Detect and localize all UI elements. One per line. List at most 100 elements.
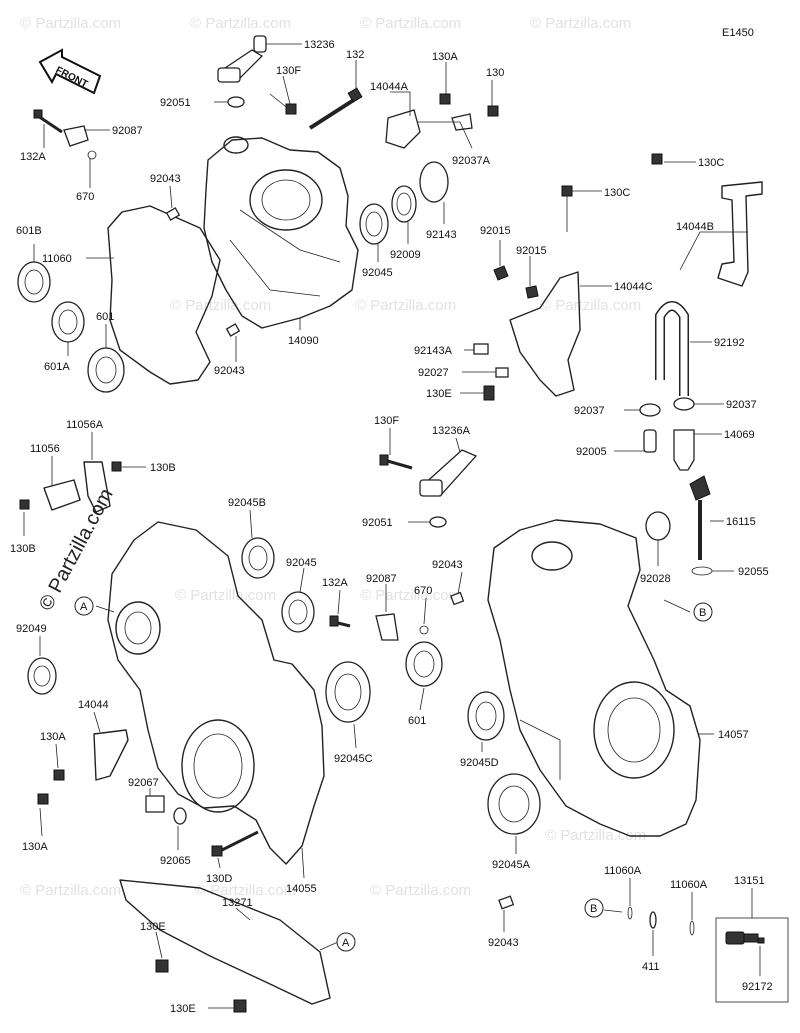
spacer-92143A bbox=[473, 343, 489, 355]
cover-housing-14090 bbox=[203, 136, 359, 329]
part-label: 92037 bbox=[574, 405, 605, 417]
part-label: 92067 bbox=[128, 777, 159, 789]
part-label: 11060A bbox=[670, 879, 708, 891]
case-14057 bbox=[487, 519, 701, 837]
part-label: 92055 bbox=[738, 566, 769, 578]
bracket-11056A bbox=[83, 461, 111, 513]
part-label: 14057 bbox=[718, 729, 749, 741]
part-label: 130D bbox=[206, 873, 232, 885]
part-label: 601A bbox=[44, 361, 70, 373]
part-label: 92043 bbox=[150, 173, 181, 185]
seal-92009 bbox=[391, 185, 417, 223]
part-label: 601 bbox=[96, 311, 114, 323]
part-label: 14044A bbox=[370, 81, 409, 93]
part-label: 92027 bbox=[418, 367, 449, 379]
part-label: 132A bbox=[322, 577, 348, 589]
part-label: 92087 bbox=[366, 573, 397, 585]
bolt-130-top bbox=[487, 105, 499, 117]
oring-11060A-a bbox=[627, 906, 633, 920]
oring-670-mid bbox=[419, 625, 429, 635]
diagram-code: E1450 bbox=[722, 27, 754, 39]
part-label: 130A bbox=[432, 51, 458, 63]
part-label: 92037A bbox=[452, 155, 491, 167]
oring-92055 bbox=[691, 566, 713, 576]
bearing-92045-top bbox=[359, 203, 389, 245]
part-label: 13236A bbox=[432, 425, 471, 437]
part-labels: 13236 132 130F 130A 130 14044A 92051 920… bbox=[10, 39, 773, 1015]
svg-text:© Partzilla.com: © Partzilla.com bbox=[20, 15, 121, 32]
bolt-130B-b bbox=[19, 499, 30, 510]
part-label: 92051 bbox=[362, 517, 393, 529]
part-label: 130B bbox=[10, 543, 36, 555]
bracket-14044 bbox=[93, 729, 129, 781]
part-label: 92192 bbox=[714, 337, 745, 349]
part-label: 14069 bbox=[724, 429, 755, 441]
oring-11060A-b bbox=[689, 920, 695, 936]
dowel-92043-low bbox=[450, 591, 465, 606]
part-label: 92045 bbox=[362, 267, 393, 279]
svg-text:© Partzilla.com: © Partzilla.com bbox=[175, 587, 276, 604]
callout-b-lower: B bbox=[584, 898, 604, 918]
bolt-130E-b bbox=[233, 999, 247, 1013]
svg-text:© Partzilla.com: © Partzilla.com bbox=[355, 297, 456, 314]
part-label: 14044C bbox=[614, 281, 653, 293]
partzilla-watermark: © Partzilla.com bbox=[35, 485, 118, 614]
part-label: 670 bbox=[76, 191, 94, 203]
part-label: 132A bbox=[20, 151, 46, 163]
part-label: 14044B bbox=[676, 221, 714, 233]
part-label: 92051 bbox=[160, 97, 191, 109]
part-label: 411 bbox=[642, 961, 660, 973]
part-label: 92087 bbox=[112, 125, 143, 137]
washer-411 bbox=[649, 911, 657, 929]
svg-text:A: A bbox=[342, 937, 350, 949]
bolt-130E-a bbox=[155, 959, 169, 973]
oring-670-top bbox=[87, 150, 97, 160]
svg-text:B: B bbox=[590, 903, 597, 915]
svg-text:© Partzilla.com: © Partzilla.com bbox=[20, 882, 121, 899]
breather-14069 bbox=[673, 429, 695, 471]
bearing-601A bbox=[51, 301, 85, 343]
bolt-130F-top bbox=[269, 93, 297, 115]
svg-text:© Partzilla.com: © Partzilla.com bbox=[545, 827, 646, 844]
bracket-92087-top bbox=[63, 125, 89, 147]
part-label: 11060 bbox=[42, 253, 72, 265]
part-label: 130B bbox=[150, 462, 176, 474]
bracket-92087-mid bbox=[375, 613, 399, 641]
part-label: 130F bbox=[374, 415, 399, 427]
part-label: 92005 bbox=[576, 446, 607, 458]
part-label: 92015 bbox=[480, 225, 511, 237]
hose-92192 bbox=[655, 301, 689, 396]
bolt-132A-top bbox=[33, 109, 63, 134]
part-label: 130F bbox=[276, 65, 301, 77]
part-label: 11056A bbox=[66, 419, 104, 431]
part-label: 16115 bbox=[726, 516, 756, 528]
plug-92067 bbox=[145, 795, 165, 813]
spacer-92027 bbox=[495, 367, 509, 378]
part-label: 92143A bbox=[414, 345, 453, 357]
bolt-130A-b bbox=[37, 793, 49, 805]
nut-92015-a bbox=[493, 265, 509, 281]
bearing-92045C bbox=[325, 661, 371, 723]
dowel-92043-mid bbox=[225, 323, 241, 337]
part-label: 92049 bbox=[16, 623, 47, 635]
part-label: 92172 bbox=[742, 981, 773, 993]
part-label: 670 bbox=[414, 585, 432, 597]
svg-text:© Partzilla.com: © Partzilla.com bbox=[360, 587, 461, 604]
part-label: 92028 bbox=[640, 573, 671, 585]
part-label: 92015 bbox=[516, 245, 547, 257]
clamp-92037-b bbox=[673, 397, 695, 411]
part-label: 92065 bbox=[160, 855, 191, 867]
watermark-tiles: © Partzilla.com © Partzilla.com © Partzi… bbox=[20, 15, 646, 899]
nut-92015-b bbox=[525, 285, 539, 299]
seal-92028 bbox=[645, 511, 671, 541]
part-label: 130C bbox=[604, 187, 630, 199]
part-label: 11060A bbox=[604, 865, 642, 877]
bolt-130F-mid bbox=[379, 454, 413, 470]
gasket-92065 bbox=[173, 807, 187, 825]
bracket-14044C bbox=[509, 271, 581, 397]
gasket-11060 bbox=[107, 205, 221, 385]
bearing-601 bbox=[87, 347, 125, 393]
washer-92051-top bbox=[227, 96, 245, 108]
part-label: 92009 bbox=[390, 249, 421, 261]
